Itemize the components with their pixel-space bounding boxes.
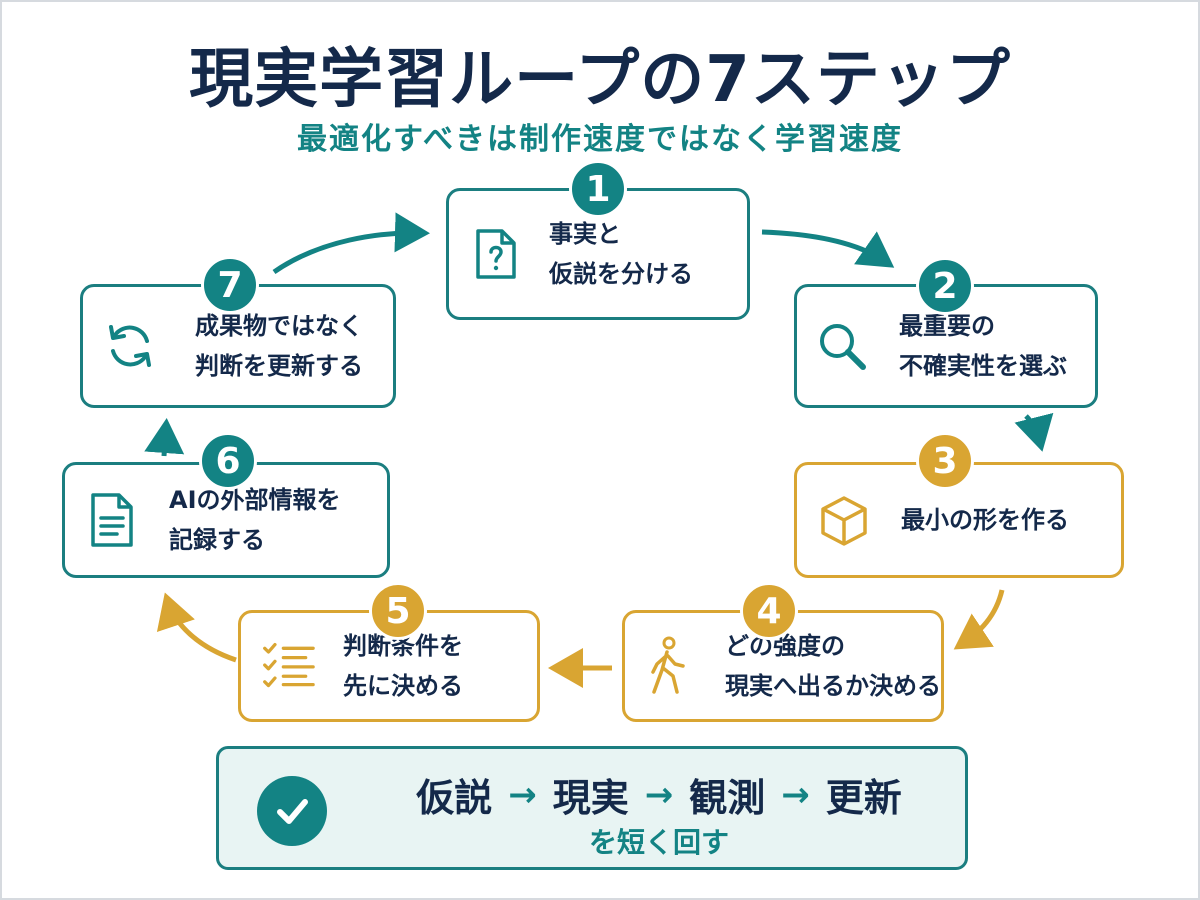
flow-observation: 観測 bbox=[689, 776, 766, 820]
summary-box: 仮説 → 現実 → 観測 → 更新 を短く回す bbox=[216, 746, 968, 870]
flow-arrow-1: → bbox=[508, 774, 537, 815]
step-5-badge: 5 bbox=[369, 582, 427, 640]
refresh-icon bbox=[103, 319, 157, 373]
page-subtitle: 最適化すべきは制作速度ではなく学習速度 bbox=[297, 122, 903, 157]
step-6-badge: 6 bbox=[199, 432, 257, 490]
arrow-2-to-3 bbox=[1014, 412, 1054, 452]
step-3-line-1: 最小の形を作る bbox=[901, 506, 1069, 534]
document-icon bbox=[85, 493, 139, 547]
step-1-line-2: 仮説を分ける bbox=[549, 260, 693, 288]
flow-reality: 現実 bbox=[552, 776, 629, 820]
step-7-badge: 7 bbox=[201, 256, 259, 314]
step-2-badge: 2 bbox=[916, 257, 974, 315]
step-4-line-1: どの強度の bbox=[725, 632, 845, 660]
step-5-line-2: 先に決める bbox=[343, 672, 463, 700]
arrow-6-to-7 bbox=[144, 418, 185, 457]
flow-update: 更新 bbox=[825, 776, 902, 820]
step-7-line-1: 成果物ではなく bbox=[195, 312, 363, 340]
arrow-3-to-4 bbox=[953, 589, 1005, 650]
page-title: 現実学習ループの7ステップ bbox=[189, 43, 1011, 117]
document-question-icon bbox=[469, 227, 523, 281]
flow-arrow-2: → bbox=[644, 774, 674, 815]
summary-subtext: を短く回す bbox=[588, 826, 729, 859]
summary-flow: 仮説 → 現実 → 観測 → 更新 bbox=[379, 767, 939, 822]
checkmark-icon bbox=[257, 776, 327, 846]
flow-hypothesis: 仮説 bbox=[416, 776, 493, 820]
arrow-5-to-6 bbox=[156, 592, 237, 663]
flow-arrow-3: → bbox=[781, 774, 810, 815]
step-1-badge: 1 bbox=[569, 160, 627, 218]
step-2-line-1: 最重要の bbox=[899, 312, 995, 340]
checklist-icon bbox=[261, 639, 315, 693]
cube-icon bbox=[817, 493, 871, 547]
step-2-line-2: 不確実性を選ぶ bbox=[899, 352, 1067, 380]
step-3-badge: 3 bbox=[916, 432, 974, 490]
arrow-1-to-2 bbox=[761, 229, 895, 268]
step-4-line-2: 現実へ出るか決める bbox=[725, 672, 941, 700]
step-1-line-1: 事実と bbox=[549, 220, 621, 248]
magnifier-icon bbox=[815, 319, 869, 373]
step-4-badge: 4 bbox=[740, 582, 798, 640]
step-6-line-1: AIの外部情報を bbox=[169, 486, 341, 514]
step-6-line-2: 記録する bbox=[169, 526, 265, 554]
arrow-7-to-1 bbox=[272, 212, 430, 275]
walking-person-icon bbox=[641, 636, 695, 694]
step-7-line-2: 判断を更新する bbox=[195, 352, 363, 380]
